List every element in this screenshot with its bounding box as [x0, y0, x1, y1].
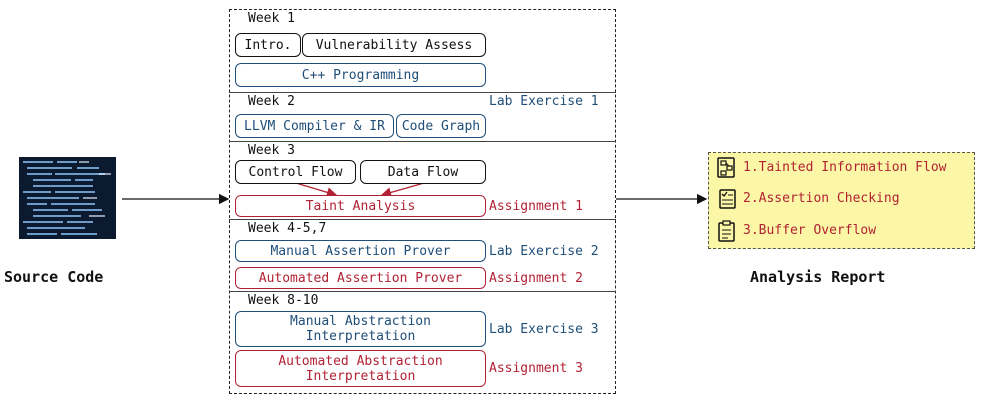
assignment-2-label: Assignment 2 — [489, 271, 583, 286]
control-flow-arrow — [295, 182, 338, 198]
llvm-compiler-box: LLVM Compiler & IR — [235, 114, 394, 138]
week-8-label: Week 8-10 — [248, 293, 319, 308]
code-screenshot-icon — [19, 157, 116, 239]
week-4-label: Week 4-5,7 — [248, 221, 327, 236]
data-flow-box: Data Flow — [360, 160, 486, 184]
control-flow-box: Control Flow — [235, 160, 356, 184]
week-separator — [229, 141, 616, 142]
analysis-report-box: 1.Tainted Information Flow 2.Assertion C… — [708, 152, 975, 249]
report-item-2: 2.Assertion Checking — [743, 191, 900, 206]
report-item-1: 1.Tainted Information Flow — [743, 160, 947, 175]
week-separator — [229, 291, 616, 292]
code-graph-box: Code Graph — [396, 114, 486, 138]
lab-exercise-3-label: Lab Exercise 3 — [489, 322, 599, 337]
assignment-3-label: Assignment 3 — [489, 361, 583, 376]
report-item-3: 3.Buffer Overflow — [743, 223, 877, 238]
course-container — [229, 9, 616, 394]
checklist-document-icon — [717, 188, 737, 210]
intro-box: Intro. — [235, 33, 301, 57]
cpp-programming-box: C++ Programming — [235, 63, 486, 87]
taint-analysis-box: Taint Analysis — [235, 195, 486, 217]
data-flow-arrow — [380, 182, 425, 198]
week-separator — [229, 92, 616, 93]
manual-assertion-prover-box: Manual Assertion Prover — [235, 240, 486, 262]
analysis-report-label: Analysis Report — [750, 268, 886, 286]
flow-chart-icon — [717, 157, 737, 179]
clipboard-icon — [717, 220, 737, 242]
lab-exercise-1-label: Lab Exercise 1 — [489, 94, 599, 109]
assignment-1-label: Assignment 1 — [489, 199, 583, 214]
week-1-label: Week 1 — [248, 11, 295, 26]
source-code-label: Source Code — [4, 268, 104, 286]
lab-exercise-2-label: Lab Exercise 2 — [489, 244, 599, 259]
manual-abstraction-interpretation-box: Manual Abstraction Interpretation — [235, 311, 486, 347]
vulnerability-assess-box: Vulnerability Assess — [302, 33, 486, 57]
automated-abstraction-interpretation-box: Automated Abstraction Interpretation — [235, 350, 486, 387]
source-code-image — [19, 157, 116, 239]
week-separator — [229, 219, 616, 220]
week-3-label: Week 3 — [248, 143, 295, 158]
automated-assertion-prover-box: Automated Assertion Prover — [235, 267, 486, 289]
week-2-label: Week 2 — [248, 94, 295, 109]
